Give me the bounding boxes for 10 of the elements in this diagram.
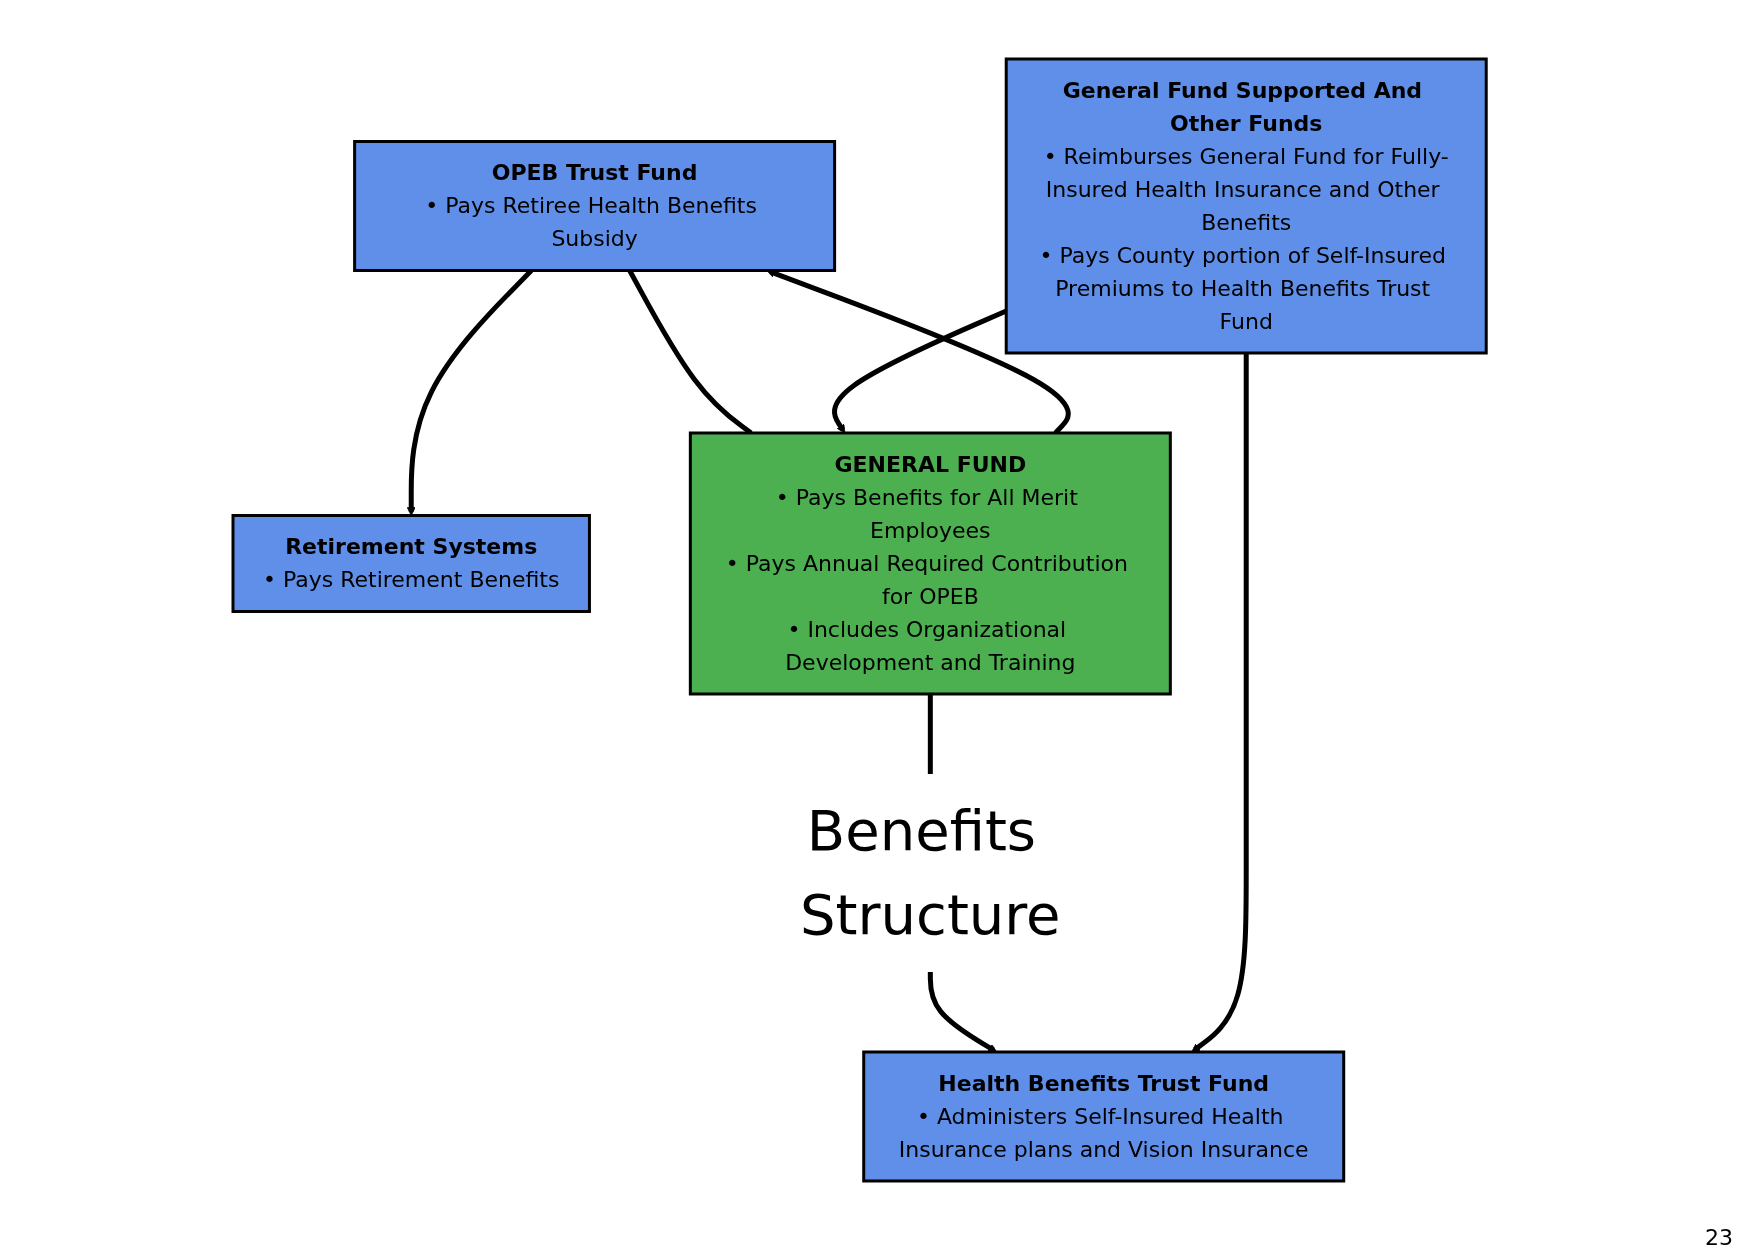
arrow	[928, 972, 998, 1053]
node-box: OPEB Trust Fund • Pays Retiree Health Benefits Subsidy	[353, 140, 837, 272]
node-box: GENERAL FUND • Pays Benefits for All Merit Employees • Pays Annual Required Contribution for OPEB • Includes Organizational Development and Training	[689, 431, 1173, 696]
connector	[928, 694, 934, 774]
node-text: Benefits Structure	[800, 797, 1061, 947]
arrow	[1191, 353, 1250, 1053]
node-box: Health Benefits Trust Fund • Administers Self-Insured Health Insurance plans and Vision Insurance	[862, 1050, 1346, 1183]
node-box: General Fund Supported And Other Funds • Reimburses General Fund for Fully-Insured Health Insurance and Other Benefits • Pays County portion of Self-Insured Premiums to Health Benefits Trust Fund	[1005, 57, 1489, 355]
page-number: 23	[1705, 1225, 1733, 1250]
node-box: Retirement Systems • Pays Retirement Benefits	[231, 514, 592, 613]
